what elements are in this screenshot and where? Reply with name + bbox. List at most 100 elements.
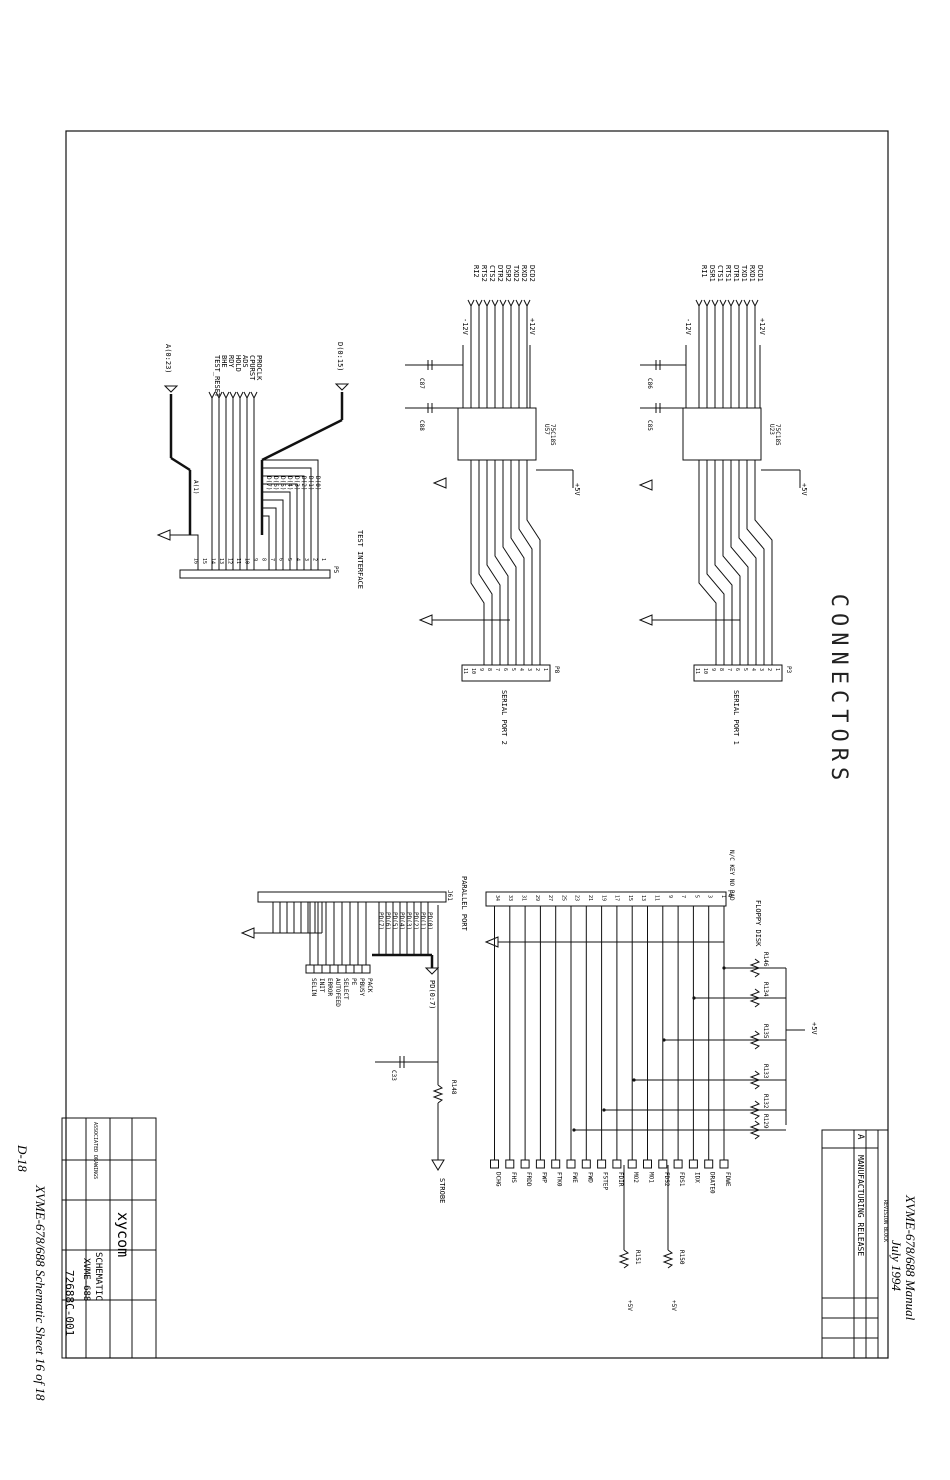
serial_port_1-signal-2: TXD1 [740, 265, 748, 282]
parallel-data-1: PD(1) [419, 912, 426, 930]
revision-description: MANUFACTURING RELEASE [856, 1155, 865, 1256]
sp1-supply-m12: -12V [684, 318, 692, 336]
serial_port_1-pin-9: 10 [702, 668, 708, 674]
floppy-signal-2: IDX [693, 1172, 700, 1183]
sp2-ground2-icon [418, 614, 433, 626]
serial-port-1-ic-part: 75C185 [774, 424, 781, 446]
parallel-signal-5: ERROR [326, 978, 333, 996]
sp1-connector-label: SERIAL PORT 1 [732, 690, 740, 745]
test-interface-signal-0: PROCLK [255, 355, 263, 381]
floppy-pin-6: 13 [640, 895, 646, 901]
serial_port_1-signal-4: RTS1 [724, 265, 732, 282]
test-interface-connector [179, 569, 331, 579]
serial_port_1-pin-3: 4 [750, 668, 756, 671]
parallel-data-3: PD(3) [405, 912, 412, 930]
floppy-signal-3: FDS1 [678, 1172, 685, 1187]
floppy-signal-4: FDS2 [663, 1172, 670, 1187]
parallel-strobe-cap-label: C33 [390, 1070, 397, 1081]
serial-port-2-connector [461, 664, 551, 682]
parallel-data-5: PD(5) [391, 912, 398, 930]
floppy-signal-8: FSTEP [602, 1172, 609, 1190]
serial-port-1-connector [693, 664, 783, 682]
parallel-signal-7: SELIN [310, 978, 317, 996]
serial_port_2-signal-1: RXD2 [520, 265, 528, 282]
sp2-connector-ref: P8 [553, 666, 560, 674]
sp1-supply-p5: +5V [800, 483, 808, 496]
parallel-connector [257, 891, 447, 903]
floppy-pin-16: 33 [507, 895, 513, 901]
serial-port-2-ic-ref: U57 [543, 424, 550, 435]
floppy-pullup-r150-label: R150 [678, 1250, 685, 1265]
serial_port_1-pin-7: 8 [718, 668, 724, 671]
serial_port_2-signal-7: RI2 [472, 265, 480, 278]
title-block-assoc: ASSOCIATED DRAWINGS [92, 1122, 98, 1179]
floppy-resistor-3: R133 [762, 1064, 769, 1079]
floppy-resistor-0: R146 [762, 952, 769, 967]
footer-sheet: XVME-678/688 Schematic Sheet 16 of 18 [33, 1184, 48, 1401]
floppy-signal-14: FHS [510, 1172, 517, 1183]
parallel-signal-2: PE [350, 978, 357, 986]
floppy-section: FLOPPY DISK N/C KEY NO PAD P4 1357911131… [484, 850, 818, 1311]
revision-block: REVISION BLOCK A MANUFACTURING RELEASE [821, 1129, 889, 1359]
parallel-signal-1: PBUSY [358, 978, 365, 996]
serial-port-1-transceiver [682, 407, 762, 461]
serial_port_2-signal-3: DSR2 [504, 265, 512, 282]
serial_port_2-pin-9: 10 [470, 668, 476, 674]
floppy-signal-10: FWE [571, 1172, 578, 1183]
floppy-signal-0: FDWE [724, 1172, 731, 1187]
test-interface-addr-tap: A(1) [192, 480, 199, 494]
test-interface-connector-ref: P5 [332, 566, 339, 574]
test-interface-pin-1: 2 [312, 558, 318, 561]
floppy-pin-9: 19 [600, 895, 606, 901]
floppy-pullup-r150: R150 +5V [662, 1165, 685, 1311]
sp2-supply-p12: +12V [528, 318, 536, 336]
parallel-strobe-resistor: R148 [450, 1080, 457, 1095]
floppy-resistor-4: R132 [762, 1094, 769, 1109]
serial_port_2-pin-2: 3 [526, 668, 532, 671]
serial_port_1-signal-1: RXD1 [748, 265, 756, 282]
sp2-connector-label: SERIAL PORT 2 [500, 690, 508, 745]
test-interface-signal-6: TEST_RESET [213, 355, 221, 398]
test-interface-pin-12: 13 [218, 558, 224, 564]
serial_port_1-signal-6: DSR1 [708, 265, 716, 282]
floppy-pin-3: 7 [680, 895, 686, 898]
floppy-pullup-r151-label: R151 [634, 1250, 641, 1265]
test-interface-pin-0: 1 [320, 558, 326, 561]
serial_port_2-signal-0: DCD2 [528, 265, 536, 282]
serial_port_2-signal-5: CTS2 [488, 265, 496, 282]
revision-title: REVISION BLOCK [882, 1200, 888, 1242]
title-block-title: SCHEMATIC [93, 1252, 103, 1301]
sp1-ground2-icon [638, 614, 653, 626]
test-interface-pin-11: 12 [227, 558, 233, 564]
serial_port_1-pin-5: 6 [734, 668, 740, 671]
test-interface-data-bus: D(0:15) [336, 342, 344, 372]
test-interface-pin-2: 3 [303, 558, 309, 561]
parallel-signal-0: PACK [366, 978, 373, 993]
parallel-label: PARALLEL PORT [460, 876, 468, 932]
sp2-cap-c88-label: C88 [418, 420, 425, 431]
test-interface-signal-2: ADS [241, 355, 249, 368]
serial_port_1-pin-10: 11 [694, 668, 700, 674]
floppy-pin-11: 23 [574, 895, 580, 901]
serial-port-2-transceiver [457, 407, 537, 461]
floppy-pullup-r151-supply: +5V [626, 1300, 633, 1311]
floppy-signal-6: MO2 [632, 1172, 639, 1183]
serial_port_2-pin-3: 4 [518, 668, 524, 671]
floppy-pin-14: 29 [534, 895, 540, 901]
test-interface-signal-1: CPURST [248, 355, 256, 381]
test-interface-addr-bus: A(0:23) [164, 344, 172, 374]
serial_port_1-pin-6: 7 [726, 668, 732, 671]
parallel-data-7: PD(7) [377, 912, 384, 930]
floppy-pin-12: 25 [560, 895, 566, 901]
parallel-data-4: PD(4) [398, 912, 405, 930]
test-interface-pin-14: 15 [201, 558, 207, 564]
header-manual: XVME-678/688 Manual [903, 1194, 918, 1321]
parallel-signal-3: SELECT [342, 978, 349, 1000]
floppy-signal-5: MO1 [648, 1172, 655, 1183]
test-interface-pin-10: 11 [235, 558, 241, 564]
test-interface-data-tap-3: D(3) [293, 476, 300, 490]
serial_port_1-pin-4: 5 [742, 668, 748, 671]
test-interface-pin-9: 10 [244, 558, 250, 564]
